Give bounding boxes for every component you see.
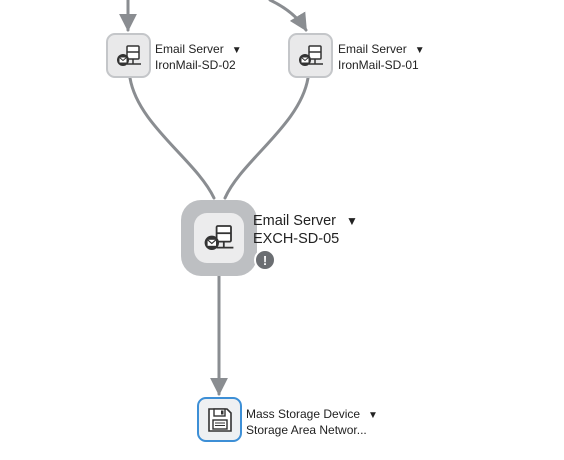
node-storage-area-network[interactable] (197, 397, 242, 442)
dropdown-caret-icon[interactable]: ▼ (231, 45, 242, 56)
alert-badge-icon[interactable]: ! (254, 249, 276, 271)
edge-ironmail-02-to-exch (128, 76, 216, 200)
node-storage-area-network-label: Mass Storage Device ▼ Storage Area Networ… (246, 407, 378, 438)
node-ironmail-sd-01-label: Email Server ▼ IronMail-SD-01 (338, 42, 425, 73)
email-server-icon (204, 225, 234, 250)
node-name: EXCH-SD-05 (253, 231, 340, 247)
node-ironmail-sd-02-label: Email Server ▼ IronMail-SD-02 (155, 42, 242, 73)
email-server-icon (116, 44, 141, 66)
node-type-label: Mass Storage Device (246, 407, 361, 421)
node-name: IronMail-SD-01 (338, 58, 419, 72)
node-exch-sd-05[interactable] (181, 200, 257, 276)
node-name: IronMail-SD-02 (155, 58, 236, 72)
node-type-label: Email Server (155, 42, 224, 56)
node-exch-sd-05-label: Email Server ▼ EXCH-SD-05 (253, 212, 358, 248)
edge-top-to-ironmail-01 (268, 0, 308, 32)
dropdown-caret-icon[interactable]: ▼ (346, 214, 358, 228)
node-icon-frame (194, 213, 244, 263)
edge-ironmail-01-to-exch (223, 76, 310, 200)
node-ironmail-sd-02[interactable] (106, 33, 151, 78)
email-server-icon (298, 44, 323, 66)
dropdown-caret-icon[interactable]: ▼ (414, 45, 425, 56)
floppy-disk-icon (207, 407, 232, 432)
node-name: Storage Area Networ... (246, 423, 367, 437)
node-ironmail-sd-01[interactable] (288, 33, 333, 78)
node-type-label: Email Server (253, 213, 336, 229)
dropdown-caret-icon[interactable]: ▼ (368, 410, 378, 421)
node-type-label: Email Server (338, 42, 407, 56)
